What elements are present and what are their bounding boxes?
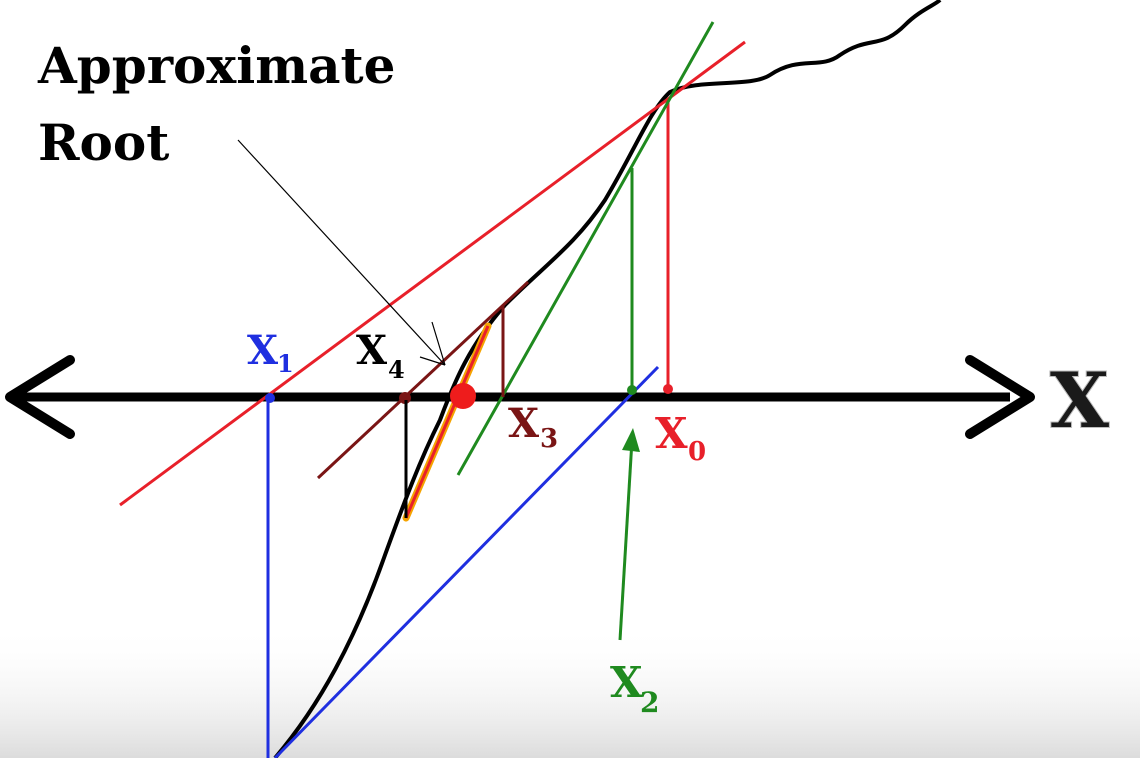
right-arrowhead xyxy=(965,355,1035,439)
title-line-1: Approximate xyxy=(37,36,395,95)
label-x4: X 4 xyxy=(356,327,405,384)
x1-point xyxy=(265,393,275,403)
x-axis xyxy=(5,355,1035,439)
tangent-x2 xyxy=(456,21,715,641)
left-arrowhead xyxy=(5,355,75,439)
x0-point xyxy=(663,384,673,394)
label-x0-base: X xyxy=(655,409,688,458)
tangent-x3 xyxy=(316,280,530,480)
tangent-x4 xyxy=(402,322,492,522)
label-x1: X 1 xyxy=(247,327,294,378)
bottom-shadow xyxy=(0,625,1140,758)
label-x3-base: X xyxy=(508,400,539,447)
label-x3: X 3 xyxy=(508,400,558,454)
label-x3-sub: 3 xyxy=(540,424,558,454)
label-x4-base: X xyxy=(356,327,387,374)
x2-pointer-head xyxy=(622,428,640,452)
root-marker xyxy=(450,383,476,409)
tangent-x0 xyxy=(119,40,746,507)
label-x1-sub: 1 xyxy=(277,349,294,378)
tangent-x1 xyxy=(265,365,660,758)
root-pointer-head xyxy=(419,321,446,366)
label-x2-base: X xyxy=(610,658,643,707)
function-curve xyxy=(273,0,942,758)
label-x0: X 0 xyxy=(655,409,706,467)
label-x4-sub: 4 xyxy=(388,355,405,384)
label-x1-base: X xyxy=(247,327,278,374)
label-x2-sub: 2 xyxy=(640,686,659,719)
title-line-2: Root xyxy=(38,113,169,172)
label-x2: X 2 xyxy=(610,658,659,719)
x-axis-label: X xyxy=(1050,356,1109,445)
x2-pointer-shaft xyxy=(618,439,634,641)
label-x0-sub: 0 xyxy=(688,437,706,467)
x3-point xyxy=(399,392,411,404)
x2-point xyxy=(627,385,637,395)
root-pointer-line xyxy=(237,139,446,366)
